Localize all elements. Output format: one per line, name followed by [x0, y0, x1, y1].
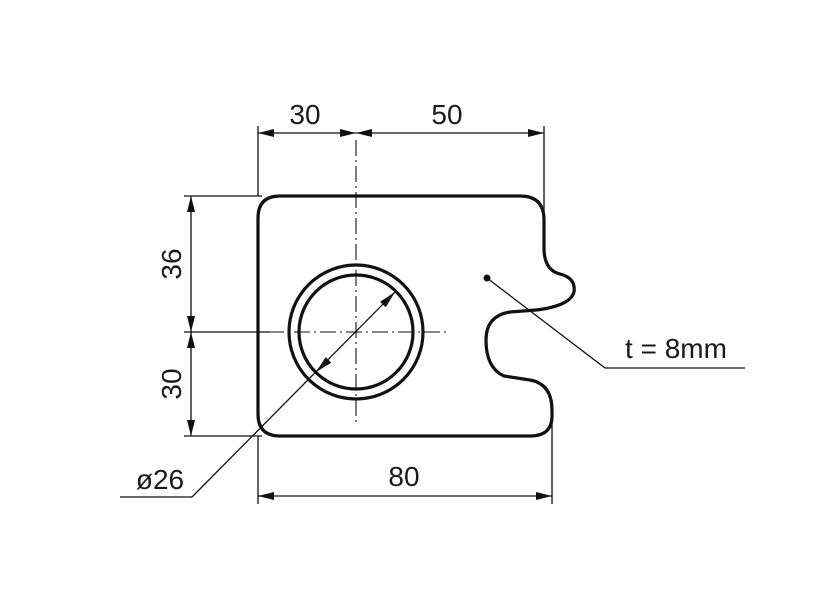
dimension-text-50-top: 50 [431, 99, 462, 130]
arrowhead [316, 357, 332, 372]
arrowhead [187, 332, 195, 348]
thickness-leader-line [486, 277, 606, 369]
dimension-text-30-top: 30 [289, 99, 320, 130]
arrowhead [340, 129, 356, 137]
arrowhead [536, 492, 552, 500]
arrowhead [187, 196, 195, 212]
arrowhead [258, 129, 274, 137]
dimension-text-80-bottom: 80 [388, 461, 419, 492]
arrowhead [258, 492, 274, 500]
arrowhead [187, 420, 195, 436]
arrowhead [528, 129, 544, 137]
arrowhead [187, 316, 195, 332]
dimension-text-30-left: 30 [156, 368, 187, 399]
part-outline [256, 194, 576, 438]
dimension-text-36-left: 36 [156, 248, 187, 279]
arrowhead [356, 129, 372, 137]
arrowhead [380, 292, 395, 308]
thickness-note: t = 8mm [625, 333, 727, 364]
diameter-leader-line [191, 291, 396, 498]
dimension-text-diameter: ø26 [136, 464, 184, 495]
